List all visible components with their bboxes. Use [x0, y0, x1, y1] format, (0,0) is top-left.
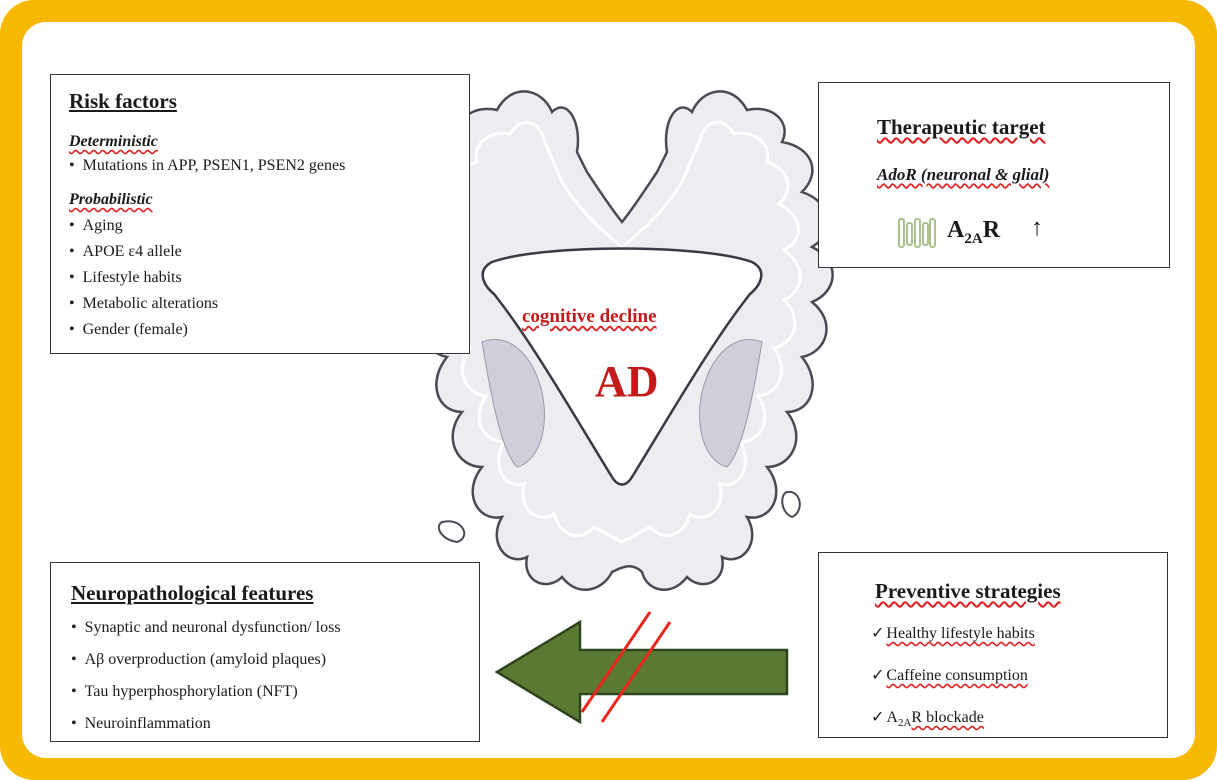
preventive-item: ✓A2AR blockade: [871, 707, 984, 729]
probabilistic-item: Gender (female): [69, 321, 188, 339]
check-icon: ✓: [871, 709, 884, 726]
preventive-item-text: R blockade: [911, 709, 983, 726]
neuropath-item: Tau hyperphosphorylation (NFT): [71, 683, 298, 701]
probabilistic-item: Metabolic alterations: [69, 295, 218, 313]
preventive-box: Preventive strategies ✓Healthy lifestyle…: [818, 552, 1168, 738]
deterministic-item: Mutations in APP, PSEN1, PSEN2 genes: [69, 157, 345, 175]
preventive-item: ✓Healthy lifestyle habits: [871, 623, 1035, 643]
green-arrow: [497, 622, 787, 722]
diagram-canvas: cognitive decline AD Risk factors Determ…: [22, 22, 1195, 758]
receptor-suffix: R: [983, 217, 1000, 243]
preventive-item-text: Caffeine consumption: [886, 667, 1027, 684]
hippocampus-left: [439, 521, 464, 542]
therapeutic-target-box: Therapeutic target AdoR (neuronal & glia…: [818, 82, 1170, 268]
risk-factors-title: Risk factors: [69, 89, 177, 114]
probabilistic-label: Probabilistic: [69, 191, 153, 209]
deterministic-label: Deterministic: [69, 133, 158, 151]
preventive-item-subscript: 2A: [898, 717, 911, 729]
therapeutic-title: Therapeutic target: [877, 115, 1046, 140]
probabilistic-item: Lifestyle habits: [69, 269, 182, 287]
check-icon: ✓: [871, 667, 884, 684]
receptor-prefix: A: [947, 217, 964, 243]
probabilistic-item: APOE ε4 allele: [69, 243, 182, 261]
preventive-item-text: Healthy lifestyle habits: [886, 625, 1034, 642]
probabilistic-item: Aging: [69, 217, 123, 235]
neuropathological-box: Neuropathological features Synaptic and …: [50, 562, 480, 742]
neuropath-item: Synaptic and neuronal dysfunction/ loss: [71, 619, 341, 637]
cognitive-decline-label: cognitive decline: [522, 306, 657, 328]
therapeutic-subtitle: AdoR (neuronal & glial): [877, 165, 1049, 185]
receptor-icon: [897, 215, 937, 251]
preventive-item: ✓Caffeine consumption: [871, 665, 1028, 685]
receptor-subscript: 2A: [964, 231, 982, 247]
neuropath-item: Neuroinflammation: [71, 715, 211, 733]
check-icon: ✓: [871, 625, 884, 642]
preventive-item-text: A: [886, 709, 898, 726]
up-arrow-icon: ↑: [1031, 215, 1043, 242]
neuropath-title: Neuropathological features: [71, 581, 313, 606]
temporal-horn-right: [782, 492, 800, 517]
a2a-receptor-label: A2AR: [947, 217, 1000, 248]
neuropath-item: Aβ overproduction (amyloid plaques): [71, 651, 326, 669]
ad-label: AD: [595, 356, 659, 407]
risk-factors-box: Risk factors Deterministic Mutations in …: [50, 74, 470, 354]
preventive-title: Preventive strategies: [875, 579, 1061, 604]
